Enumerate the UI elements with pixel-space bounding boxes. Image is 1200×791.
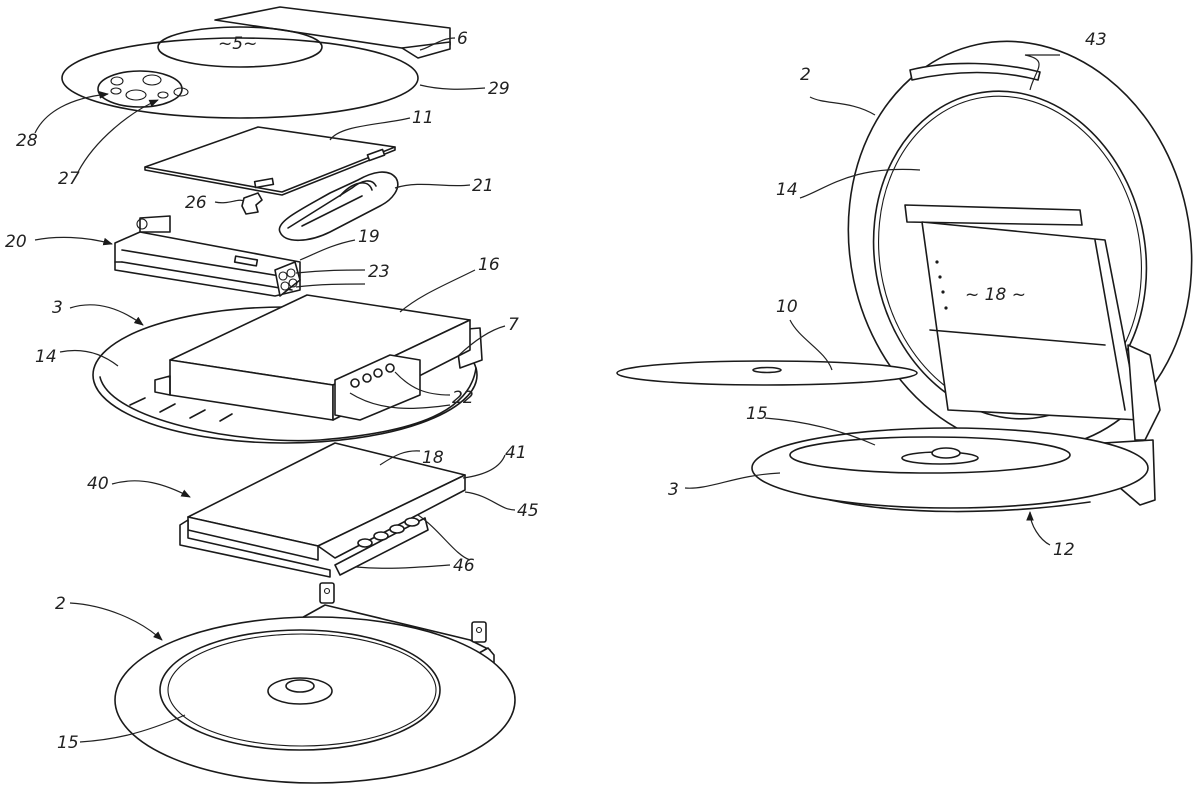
label-27: 27 xyxy=(58,169,80,189)
label-18-right: ~ 18 ~ xyxy=(965,285,1026,305)
cartridge-block xyxy=(154,294,471,421)
label-14-left: 14 xyxy=(35,347,57,367)
label-46: 46 xyxy=(453,556,475,576)
label-23: 23 xyxy=(368,262,390,282)
label-10: 10 xyxy=(776,297,798,317)
label-45: 45 xyxy=(517,501,539,521)
label-19: 19 xyxy=(358,227,380,247)
tube-assembly xyxy=(278,171,399,242)
label-28: 28 xyxy=(16,131,38,151)
label-29: 29 xyxy=(488,79,510,99)
label-18-left: 18 xyxy=(422,448,444,468)
top-lid xyxy=(61,6,451,119)
label-7: 7 xyxy=(508,315,519,335)
label-15-left: 15 xyxy=(57,733,79,753)
label-3-right: 3 xyxy=(668,480,679,500)
label-41: 41 xyxy=(505,443,527,463)
label-15-right: 15 xyxy=(746,404,768,424)
assembled-device xyxy=(616,40,1193,513)
label-12: 12 xyxy=(1053,540,1075,560)
label-22: 22 xyxy=(452,388,474,408)
bottom-housing xyxy=(114,582,516,784)
print-head xyxy=(114,215,301,297)
display-window xyxy=(157,26,323,68)
label-20: 20 xyxy=(5,232,27,252)
label-5: ~5~ xyxy=(218,34,257,54)
label-40: 40 xyxy=(87,474,109,494)
label-2-right: 2 xyxy=(800,65,811,85)
label-21: 21 xyxy=(472,176,494,196)
label-3-left: 3 xyxy=(52,298,63,318)
label-16: 16 xyxy=(478,255,500,275)
label-2-left: 2 xyxy=(55,594,66,614)
button-panel xyxy=(97,70,183,108)
reference-numerals: ~5~ 6 29 28 27 11 21 26 20 19 23 16 3 14… xyxy=(5,29,1107,753)
label-43: 43 xyxy=(1085,30,1107,50)
leader-lines xyxy=(34,37,1060,743)
ink-cartridge xyxy=(179,442,466,578)
label-26: 26 xyxy=(185,193,207,213)
label-11: 11 xyxy=(412,108,434,128)
circuit-board xyxy=(144,126,396,196)
connector-clip xyxy=(241,192,263,215)
label-14-right: 14 xyxy=(776,180,798,200)
label-6: 6 xyxy=(457,29,468,49)
